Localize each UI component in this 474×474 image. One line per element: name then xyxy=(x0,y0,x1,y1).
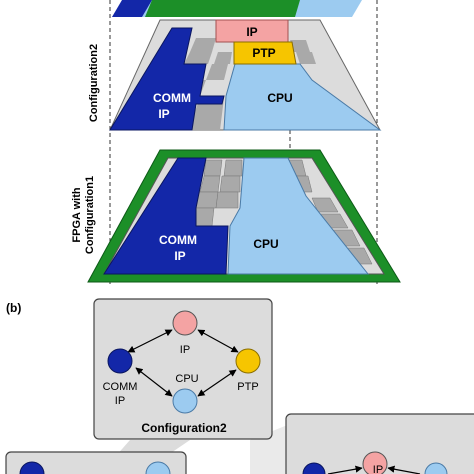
configuration2-side-label: Configuration2 xyxy=(88,44,100,122)
config2-comm-label: COMM xyxy=(153,91,191,105)
config1-cpu-label: CPU xyxy=(253,237,278,251)
partial-node-comm-right xyxy=(302,462,326,474)
config3-graph-panel-partial: IP xyxy=(285,413,474,474)
partial-node-cpu-right xyxy=(424,462,448,474)
config2-comm-ip-label: IP xyxy=(158,107,169,121)
graph-node-ip-label: IP xyxy=(180,344,190,356)
config1-graph-panel-partial xyxy=(5,451,187,474)
config1-comm-label: COMM xyxy=(159,233,197,247)
graph-node-ptp-label: PTP xyxy=(237,381,258,393)
fpga-side-label-line2: Configuration1 xyxy=(84,176,96,254)
partial-node-cpu xyxy=(145,461,171,474)
graph-node-cpu-label: CPU xyxy=(175,373,198,385)
partial-node-ip-label: IP xyxy=(373,464,383,474)
graph-node-ptp xyxy=(235,348,261,374)
graph-node-cpu xyxy=(172,388,198,414)
fpga-side-label-line1: FPGA with xyxy=(71,187,83,242)
config1-cpu-region xyxy=(227,157,370,275)
configuration2-layer: IP PTP COMM IP CPU xyxy=(109,19,382,131)
config2-comm-region xyxy=(109,27,225,131)
config2-ptp-label: PTP xyxy=(252,46,275,60)
graph-node-ip xyxy=(172,310,198,336)
config1-comm-region xyxy=(103,157,229,275)
config2-cpu-label: CPU xyxy=(267,91,292,105)
graph-node-comm-label: COMM xyxy=(103,381,138,393)
config1-comm-ip-label: IP xyxy=(174,249,185,263)
config2-cpu-region xyxy=(223,63,382,131)
config2-ptp-region xyxy=(233,41,297,65)
config2-graph-caption: Configuration2 xyxy=(141,421,227,435)
configuration1-layer: COMM IP CPU xyxy=(87,149,401,283)
config2-ip-label: IP xyxy=(246,25,257,39)
dashed-guides xyxy=(109,0,378,285)
panel-b-label: (b) xyxy=(6,301,21,315)
graph-node-comm-ip-label: IP xyxy=(115,395,125,407)
partial-node-ip xyxy=(362,451,388,474)
partial-node-comm xyxy=(19,461,45,474)
graph-node-comm xyxy=(107,348,133,374)
top-layer-fragment xyxy=(112,0,362,17)
config2-graph-panel: IP CPU PTP COMM IP Configuration2 xyxy=(93,298,273,440)
